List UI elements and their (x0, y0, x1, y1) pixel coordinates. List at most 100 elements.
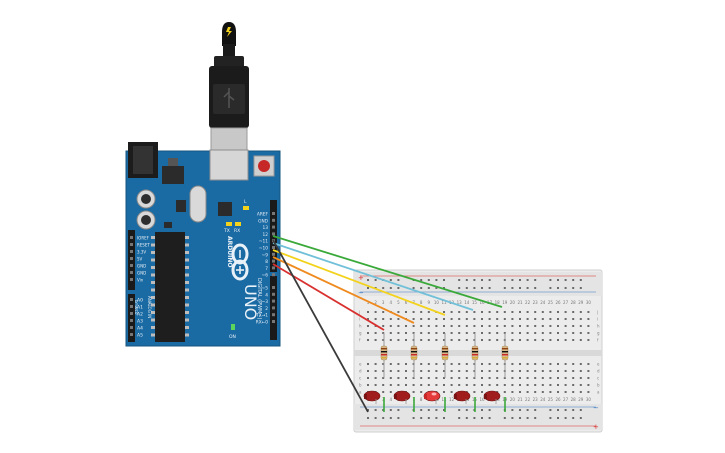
column-number: 12 (449, 397, 455, 402)
digital-pin-label: RX←0 (256, 320, 269, 326)
column-number: 21 (517, 397, 523, 402)
column-number: 26 (555, 397, 561, 402)
column-number: 8 (420, 300, 423, 305)
row-letter: f (597, 338, 599, 343)
rail-minus-label: − (358, 289, 364, 297)
resistors[interactable] (380, 333, 509, 378)
column-number: 25 (548, 397, 554, 402)
atmega-chip (151, 232, 189, 342)
row-letter: j (596, 310, 598, 315)
usb-chip (218, 202, 232, 216)
digital-pin-label: ~10 (259, 246, 268, 252)
resistor[interactable] (380, 333, 388, 378)
row-letter: f (359, 338, 361, 343)
led[interactable] (453, 390, 471, 404)
column-number: 4 (390, 397, 393, 402)
column-number: 6 (405, 300, 408, 305)
column-number: 25 (548, 300, 554, 305)
analog-pin-label: A2 (137, 312, 143, 318)
analog-header (128, 294, 135, 342)
digital-pin-label: 12 (263, 232, 269, 238)
analog-pin-label: A3 (137, 319, 143, 325)
analog-pin-label: A0 (137, 298, 143, 304)
led-ground-jumpers[interactable] (383, 397, 506, 412)
digital-pin-label: 2 (265, 306, 268, 312)
wire-orange-pin10[interactable] (272, 256, 415, 324)
column-number: 15 (472, 300, 478, 305)
row-letter: e (597, 362, 600, 367)
row-letter: d (359, 369, 362, 374)
digital-pin-label: ~6 (262, 273, 269, 279)
row-letter: g (359, 331, 362, 336)
capacitor (136, 189, 156, 230)
led[interactable] (393, 390, 411, 404)
column-number: 4 (390, 300, 393, 305)
column-number: 21 (517, 300, 523, 305)
wire-black-gnd[interactable] (272, 239, 369, 413)
rail-plus-label: + (358, 274, 364, 282)
digital-pin-label: 4 (265, 292, 268, 298)
rail-plus-label-bottom: + (593, 423, 599, 431)
row-letter: i (359, 317, 360, 322)
reset-button-icon[interactable] (258, 160, 270, 172)
led[interactable] (483, 390, 501, 404)
power-section-label: POWER (133, 300, 138, 315)
wire-green-pin13[interactable] (272, 235, 503, 308)
svg-text:ON: ON (229, 334, 236, 340)
resistor[interactable] (501, 333, 509, 378)
digital-pin-label: 8 (265, 259, 268, 265)
column-number: 19 (502, 300, 508, 305)
column-number: 27 (563, 397, 569, 402)
reset-button[interactable] (253, 155, 275, 177)
power-pin-label: IOREF (137, 236, 150, 241)
led[interactable] (423, 390, 441, 404)
power-pin-label: GND (137, 271, 146, 276)
column-number: 22 (525, 397, 531, 402)
row-letter: c (597, 376, 599, 381)
usb-cable[interactable] (209, 22, 249, 153)
row-letter: a (597, 390, 600, 395)
resistor[interactable] (410, 333, 418, 378)
column-number: 13 (457, 300, 463, 305)
digital-pin-label: 7 (265, 266, 268, 272)
led-label-rx: RX (234, 228, 240, 234)
column-number: 18 (495, 300, 501, 305)
wire-blue-pin12[interactable] (272, 242, 474, 311)
led-label-l: L (244, 199, 247, 205)
resistor[interactable] (471, 333, 479, 378)
digital-pin-label: ~5 (262, 286, 269, 292)
power-pin-label: 5V (137, 257, 143, 262)
row-letter: a (359, 390, 362, 395)
column-number: 27 (563, 300, 569, 305)
column-number: 14 (464, 300, 470, 305)
column-number: 23 (533, 300, 539, 305)
row-letter: b (597, 383, 600, 388)
wire-yellow-pin11[interactable] (272, 249, 446, 316)
crystal-oscillator (189, 185, 207, 223)
led[interactable] (363, 390, 381, 404)
row-letter: j (358, 310, 360, 315)
column-number: 28 (571, 397, 577, 402)
rail-minus-label-bottom: − (593, 404, 599, 412)
column-number: 16 (479, 397, 485, 402)
leds[interactable] (363, 390, 501, 404)
usb-plug-icon (223, 88, 235, 108)
digital-pin-label: ~9 (262, 252, 269, 258)
analog-section-label: ANALOG IN (147, 296, 152, 318)
arduino-uno-board[interactable]: L TX RX ARDUINO UNO DIGITAL (PWM~) ON PO… (125, 142, 281, 347)
column-number: 20 (510, 300, 516, 305)
digital-pin-label: GND (258, 218, 269, 224)
column-number: 2 (374, 300, 377, 305)
jumper-wires[interactable] (272, 235, 503, 413)
analog-pin-label: A5 (137, 333, 143, 339)
resistor[interactable] (441, 333, 449, 378)
column-number: 30 (586, 300, 592, 305)
row-letter: d (597, 369, 600, 374)
row-letter: h (359, 324, 362, 329)
digital-pin-label: ~11 (259, 239, 268, 245)
usb-port (209, 149, 249, 181)
